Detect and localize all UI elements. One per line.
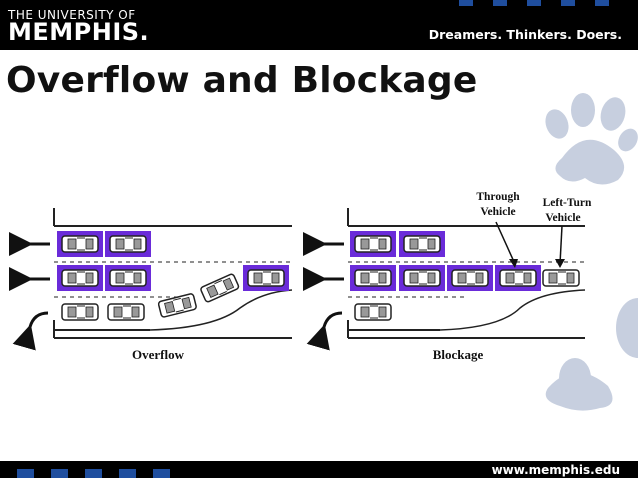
left-turn-vehicle-label-line1: Left-Turn (543, 197, 592, 209)
header-accent-dash (493, 0, 507, 6)
car-icon (105, 265, 151, 291)
paw-print-icon (545, 93, 638, 411)
car-icon (157, 292, 198, 319)
through-pointer-arrowhead (509, 259, 518, 268)
turn-left-arrow-icon (306, 311, 343, 351)
car-icon (495, 265, 541, 291)
through-pointer-line (495, 221, 516, 265)
car-icon (350, 265, 396, 291)
car-icon (57, 265, 103, 291)
car-icon (542, 269, 580, 287)
blockage-panel: Through Vehicle Left-Turn Vehicle Blocka… (303, 191, 592, 362)
footer-accent-dash (119, 469, 136, 478)
car-icon (350, 231, 396, 257)
overflow-caption: Overflow (132, 347, 185, 362)
blockage-caption: Blockage (433, 347, 484, 362)
left-turn-pointer-line (559, 225, 563, 265)
logo-university-of: THE UNIVERSITY OF (8, 8, 136, 22)
footer-url-link[interactable]: www.memphis.edu (491, 463, 620, 477)
car-icon (57, 231, 103, 257)
through-vehicle-label-line2: Vehicle (480, 206, 515, 218)
car-icon (199, 272, 241, 304)
footer-bar (0, 461, 638, 478)
footer-accent-dash (153, 469, 170, 478)
car-icon (107, 303, 145, 321)
logo-memphis: MEMPHIS. (8, 18, 150, 46)
overflow-blockage-diagram: Overflow Through Vehicle Left-Turn Vehic… (8, 191, 592, 362)
car-icon (105, 231, 151, 257)
header-accent-dash (595, 0, 609, 6)
through-vehicle-label-line1: Through (476, 191, 520, 203)
left-turn-pointer-arrowhead (555, 259, 565, 268)
car-icon (399, 231, 445, 257)
header-accent-dash (527, 0, 541, 6)
tagline: Dreamers. Thinkers. Doers. (428, 27, 622, 42)
car-icon (354, 303, 392, 321)
slide-title: Overflow and Blockage (6, 60, 478, 101)
footer-accent-dash (51, 469, 68, 478)
header-bar: THE UNIVERSITY OF MEMPHIS. Dreamers. Thi… (0, 0, 638, 50)
car-icon (61, 303, 99, 321)
car-icon (399, 265, 445, 291)
footer-accent-dash (17, 469, 34, 478)
car-icon (447, 265, 493, 291)
overflow-panel: Overflow (8, 208, 293, 362)
turn-bay-taper (439, 289, 586, 331)
left-turn-vehicle-label-line2: Vehicle (545, 212, 580, 224)
turn-left-arrow-icon (12, 311, 49, 351)
header-accent-dash (561, 0, 575, 6)
car-icon (243, 265, 289, 291)
footer-accent-dash (85, 469, 102, 478)
turn-bay-taper (149, 289, 293, 331)
header-accent-dash (459, 0, 473, 6)
